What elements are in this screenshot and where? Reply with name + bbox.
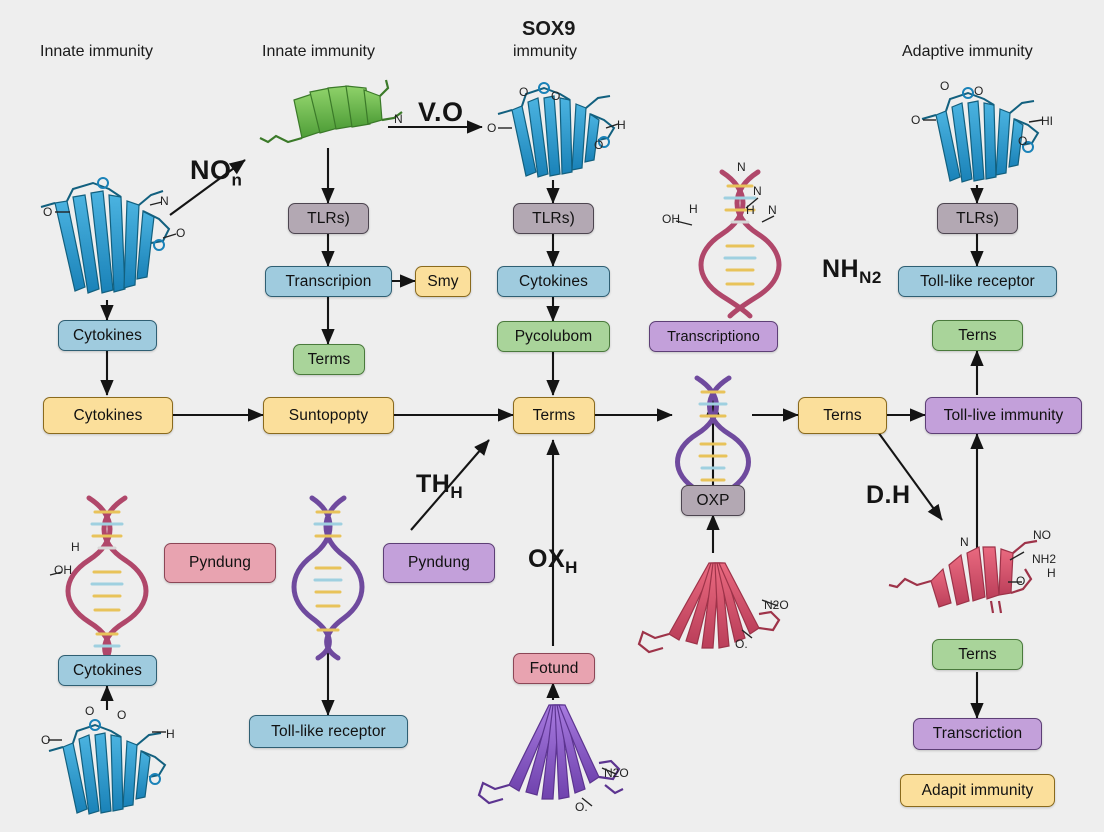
node-suntopopty[interactable]: Suntopopty — [263, 397, 394, 434]
atom-label-h-6: H — [1047, 566, 1056, 580]
atom-label-o-8: O — [940, 79, 950, 93]
atom-label-nh2-1: NH2 — [1032, 552, 1057, 566]
atom-label-n-1: N — [160, 194, 169, 208]
atom-label-o-dot-2: O. — [575, 800, 588, 814]
atom-label-o-13: O — [117, 708, 127, 722]
atom-label-o-7: O — [911, 113, 921, 127]
header-sox9-immunity: immunity — [513, 43, 578, 60]
header-innate-immunity-1: Innate immunity — [40, 43, 153, 60]
atom-label-h-3: H — [689, 202, 698, 216]
node-tlrs-c2[interactable]: TLRs) — [288, 203, 369, 234]
atom-label-o-2: O — [176, 226, 186, 240]
atom-label-no-1: NO — [1033, 528, 1051, 542]
atom-label-o-4: O — [519, 85, 529, 99]
node-pycolubom-c3[interactable]: Pycolubom — [497, 321, 610, 352]
node-tlrs-c3[interactable]: TLRs) — [513, 203, 594, 234]
protein-structure-green — [259, 79, 403, 144]
node-pyndung-pink[interactable]: Pyndung — [164, 543, 276, 583]
node-terms-center[interactable]: Terms — [513, 397, 595, 434]
node-cytokines-c1-yellow[interactable]: Cytokines — [43, 397, 173, 434]
atom-label-n-2: N — [394, 112, 403, 126]
atom-label-o-9: O — [974, 84, 984, 98]
node-cytokines-c1-blue[interactable]: Cytokines — [58, 320, 157, 351]
atom-label-h-4: H — [71, 540, 80, 554]
protein-structure-blue-4 — [48, 719, 167, 815]
node-terns-c4[interactable]: Terns — [932, 320, 1023, 351]
atom-label-o-12: O — [85, 704, 95, 718]
node-tlrs-c4[interactable]: TLRs) — [937, 203, 1018, 234]
atom-label-n-6: N — [960, 535, 969, 549]
protein-structure-purple — [477, 704, 624, 805]
atom-label-n-3: N — [737, 160, 746, 174]
arrow-label-vo: V.O — [418, 97, 464, 127]
atom-label-o-dot-1: O. — [735, 637, 748, 651]
node-transcription-dna[interactable]: Transcriptiono — [649, 321, 778, 352]
header-innate-immunity-2: Innate immunity — [262, 43, 375, 60]
header-sox9: SOX9 — [522, 18, 576, 40]
arrow-label-nh: NHN2 — [822, 255, 882, 287]
atom-label-h-1: H — [617, 118, 626, 132]
node-terms-right[interactable]: Terns — [798, 397, 887, 434]
node-cytokines-bl[interactable]: Cytokines — [58, 655, 157, 686]
node-transcriction[interactable]: Transcriction — [913, 718, 1042, 750]
atom-label-o-14: O — [1016, 574, 1026, 588]
atom-label-o-3: O — [487, 121, 497, 135]
arrow-label-th: THH — [416, 470, 464, 502]
dna-helix-magenta-1 — [698, 169, 782, 319]
atom-label-n-4: N — [753, 184, 762, 198]
header-adaptive-immunity: Adaptive immunity — [902, 43, 1033, 60]
node-pyndung-purple[interactable]: Pyndung — [383, 543, 495, 583]
node-smy-c2[interactable]: Smy — [415, 266, 471, 297]
atom-label-o-11: O — [41, 733, 51, 747]
atom-label-o-6: O — [594, 138, 604, 152]
dna-helix-magenta-2 — [65, 495, 149, 671]
atom-label-oh-2: OH — [54, 563, 72, 577]
atom-label-h-2: H — [746, 203, 755, 217]
protein-structure-red-fan — [637, 562, 781, 654]
arrow-label-dh: D.H — [866, 481, 911, 509]
protein-structure-red-sheet — [888, 539, 1038, 614]
atom-label-n2o-2: N2O — [604, 766, 629, 780]
protein-structure-blue-1 — [40, 177, 171, 294]
dna-helix-purple-2 — [291, 495, 365, 661]
atom-label-hi: HI — [1041, 114, 1053, 128]
node-cytokines-c3[interactable]: Cytokines — [497, 266, 610, 297]
node-toll-like-receptor-bl[interactable]: Toll-like receptor — [249, 715, 408, 748]
node-toll-like-receptor-c4[interactable]: Toll-like receptor — [898, 266, 1057, 297]
atom-label-o-5: O — [551, 89, 561, 103]
node-transcripion-c2[interactable]: Transcripion — [265, 266, 392, 297]
atom-label-h-5: H — [166, 727, 175, 741]
node-oxp[interactable]: OXP — [681, 485, 745, 516]
arrow-label-no: NOn — [190, 155, 243, 190]
atom-label-oh-1: OH — [662, 212, 680, 226]
arrow-label-ox: OXH — [528, 545, 578, 577]
node-terns-c4-lower[interactable]: Terns — [932, 639, 1023, 670]
node-toll-live-immunity[interactable]: Toll-live immunity — [925, 397, 1082, 434]
node-adapit-immunity[interactable]: Adapit immunity — [900, 774, 1055, 807]
atom-label-n-5: N — [768, 203, 777, 217]
atom-label-o-10: O — [1018, 134, 1028, 148]
atom-label-n2o-1: N2O — [764, 598, 789, 612]
node-fotund[interactable]: Fotund — [513, 653, 595, 684]
atom-label-o-1: O — [43, 205, 53, 219]
node-terms-c2[interactable]: Terms — [293, 344, 365, 375]
